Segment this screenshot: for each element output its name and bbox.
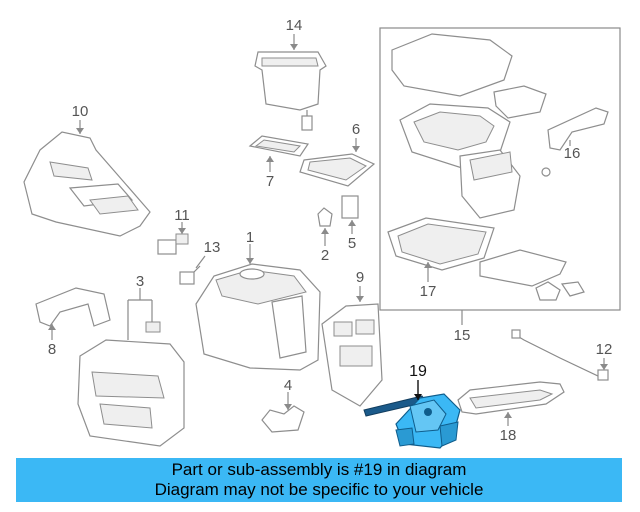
arrow-17 bbox=[424, 262, 432, 268]
part-15-armrest-lid[interactable] bbox=[391, 33, 521, 219]
callout-19: 19 bbox=[409, 363, 427, 380]
callout-8: 8 bbox=[48, 341, 56, 358]
arrow-11 bbox=[178, 228, 186, 234]
part-14-storage-bin[interactable] bbox=[254, 51, 327, 131]
callout-4: 4 bbox=[284, 377, 292, 394]
callout-10: 10 bbox=[72, 103, 89, 120]
callout-18: 18 bbox=[500, 427, 517, 444]
part-12-cable[interactable] bbox=[511, 329, 609, 381]
arrow-2 bbox=[321, 228, 329, 234]
part-5-plate[interactable] bbox=[341, 195, 359, 219]
arrow-6 bbox=[352, 146, 360, 152]
callout-6: 6 bbox=[352, 121, 360, 138]
arrow-8 bbox=[48, 324, 56, 330]
part-7-tray[interactable] bbox=[248, 135, 310, 157]
callout-13: 13 bbox=[204, 239, 221, 256]
callout-9: 9 bbox=[356, 269, 364, 286]
arrow-9 bbox=[356, 296, 364, 302]
callout-3: 3 bbox=[136, 273, 144, 290]
arrow-12 bbox=[600, 364, 608, 370]
part-1-console-body[interactable] bbox=[195, 263, 321, 371]
part-9-rear-vent-panel[interactable] bbox=[321, 303, 383, 407]
notice-line-part-number: Part or sub-assembly is #19 in diagram bbox=[171, 460, 467, 479]
callout-14: 14 bbox=[286, 17, 303, 34]
callout-5: 5 bbox=[348, 235, 356, 252]
part-13-bracket[interactable] bbox=[179, 265, 201, 285]
part-15-liner[interactable] bbox=[479, 249, 585, 301]
part-6-mat[interactable] bbox=[299, 153, 376, 187]
arrow-5 bbox=[348, 220, 356, 226]
part-15-small-parts[interactable] bbox=[493, 85, 551, 177]
callout-2: 2 bbox=[321, 247, 329, 264]
part-17-base-plate[interactable] bbox=[387, 217, 495, 271]
arrow-18 bbox=[504, 412, 512, 418]
arrow-10 bbox=[76, 128, 84, 134]
arrow-4 bbox=[284, 404, 292, 410]
callout-17: 17 bbox=[420, 283, 437, 300]
arrow-7 bbox=[266, 156, 274, 162]
part-11-switch[interactable] bbox=[157, 233, 189, 255]
leader-13 bbox=[195, 255, 206, 269]
part-8-bracket[interactable] bbox=[35, 287, 111, 327]
callout-15: 15 bbox=[454, 327, 471, 344]
part-10-rear-panel[interactable] bbox=[23, 131, 151, 237]
arrow-1 bbox=[246, 258, 254, 264]
part-3-frame[interactable] bbox=[77, 321, 185, 447]
arrow-14 bbox=[290, 44, 298, 50]
arrow-19 bbox=[414, 394, 422, 400]
part-16-bracket[interactable] bbox=[547, 107, 609, 151]
callout-7: 7 bbox=[266, 173, 274, 190]
part-19-shift-lever-assembly[interactable] bbox=[363, 393, 461, 449]
assembly-15-frame bbox=[379, 27, 621, 311]
part-4-bracket[interactable] bbox=[261, 405, 305, 433]
callout-16: 16 bbox=[564, 145, 581, 162]
part-2-clip[interactable] bbox=[317, 207, 333, 227]
callout-1: 1 bbox=[246, 229, 254, 246]
exploded-parts-diagram: 14 10 6 16 7 11 1 5 13 2 9 3 17 15 8 12 … bbox=[23, 17, 621, 449]
notice-banner: Part or sub-assembly is #19 in diagram D… bbox=[16, 458, 622, 502]
notice-line-disclaimer: Diagram may not be specific to your vehi… bbox=[154, 480, 484, 499]
callout-11: 11 bbox=[174, 207, 190, 224]
callout-12: 12 bbox=[596, 341, 613, 358]
part-18-handle-cover[interactable] bbox=[457, 381, 565, 415]
